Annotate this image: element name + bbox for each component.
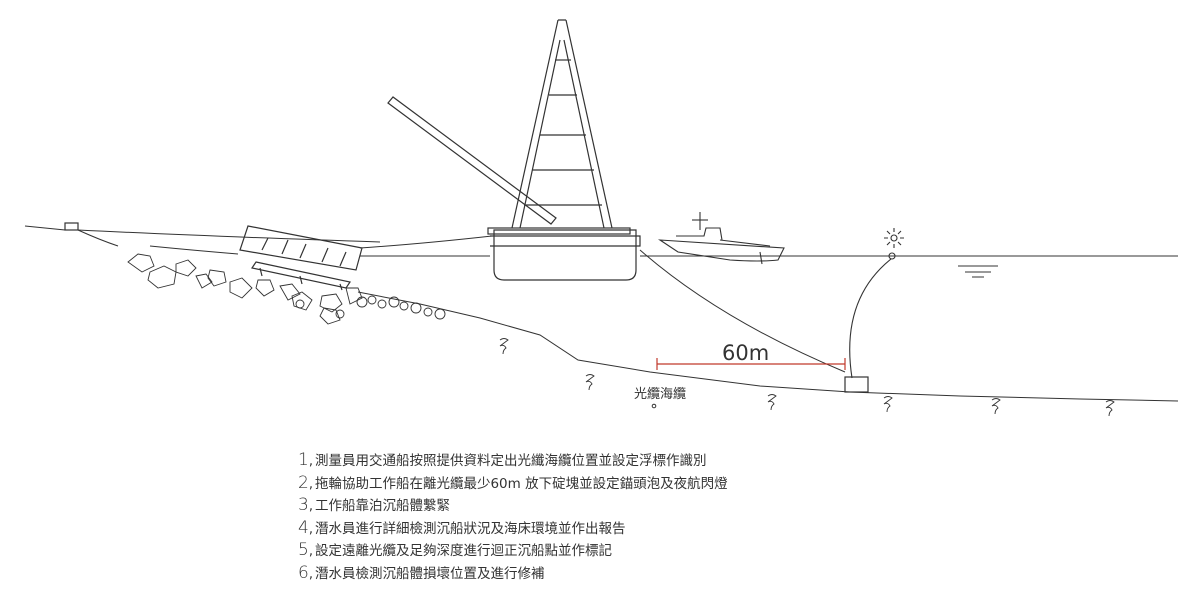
seabed-weed-symbols: [499, 338, 1115, 417]
distance-label: 60m: [722, 341, 769, 365]
cable-point: [651, 403, 657, 409]
flashing-light-buoy-icon: [849, 228, 904, 379]
sinker-block: [844, 376, 869, 393]
procedure-notes: 1,測量員用交通船按照提供資料定出光纖海纜位置並設定浮標作識別 2,拖輪協助工作…: [298, 449, 728, 584]
note-text: 工作船靠泊沉船體繫緊: [314, 498, 450, 514]
note-text: 設定遠離光纜及足夠深度進行迴正沉船點並作標記: [314, 543, 612, 559]
note-text: 潛水員檢測沉船體損壞位置及進行修補: [314, 565, 545, 582]
note-item: 4,潛水員進行詳細檢測沉船狀況及海床環境並作出報告: [298, 517, 626, 538]
seabed-line: [357, 291, 1179, 402]
tug-boat: [657, 212, 785, 265]
cable-label: 光纜海纜: [634, 386, 686, 402]
note-item: 5,設定遠離光纜及足夠深度進行迴正沉船點並作標記: [298, 540, 612, 560]
survey-buoy-marker: [64, 222, 79, 231]
crane-barge: [387, 19, 641, 281]
distance-measure: [656, 358, 846, 370]
note-text: 拖輪協助工作船在離光纜最少60m 放下碇塊並設定錨頭泡及夜航閃燈: [314, 475, 728, 492]
anchor-line: [639, 249, 846, 373]
note-text: 測量員用交通船按照提供資料定出光纖海纜位置並設定浮標作識別: [314, 453, 707, 469]
water-surface-line: [24, 225, 1178, 257]
shore-line: [77, 229, 381, 243]
sunken-vessel: [239, 225, 363, 291]
note-item: 6,潛水員檢測沉船體損壞位置及進行修補: [298, 562, 545, 583]
tow-line: [359, 235, 493, 249]
water-level-symbol: [958, 265, 998, 278]
note-item: 3,工作船靠泊沉船體繫緊: [298, 495, 450, 515]
note-item: 2,拖輪協助工作船在離光纜最少60m 放下碇塊並設定錨頭泡及夜航閃燈: [298, 472, 728, 493]
note-text: 潛水員進行詳細檢測沉船狀況及海床環境並作出報告: [314, 520, 626, 537]
shore-rocks: [127, 253, 446, 325]
note-item: 1,測量員用交通船按照提供資料定出光纖海纜位置並設定浮標作識別: [298, 450, 707, 470]
